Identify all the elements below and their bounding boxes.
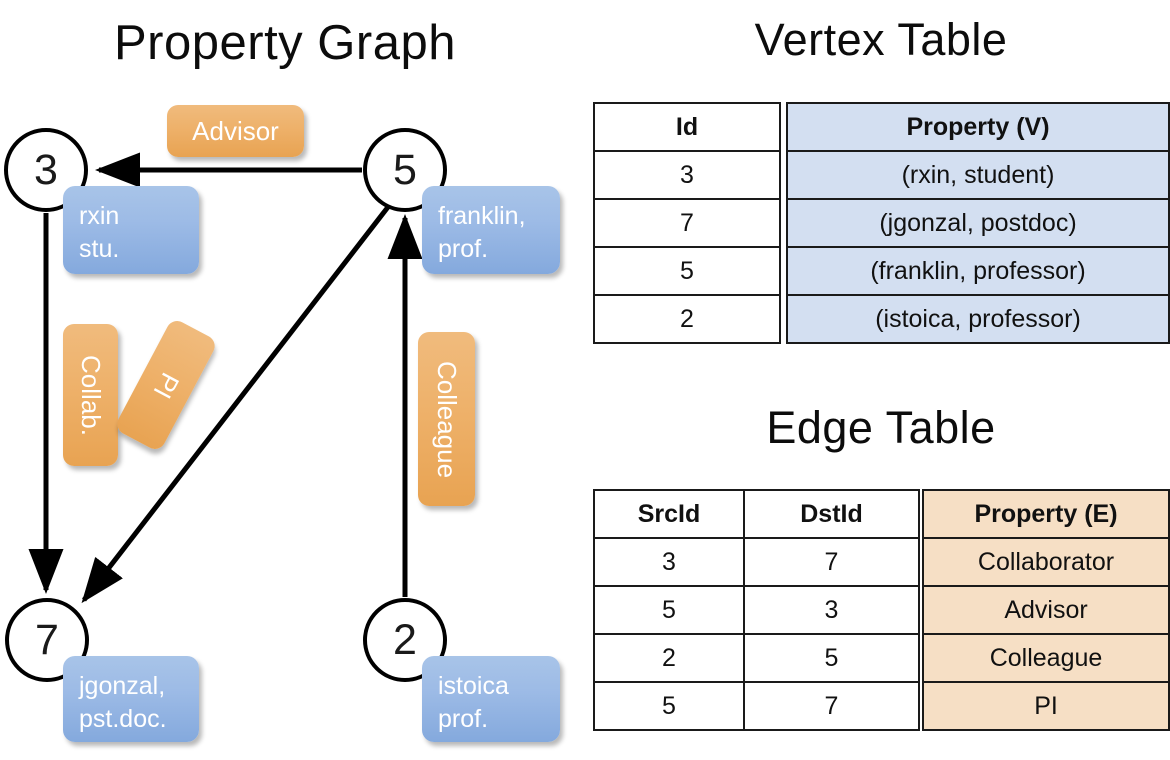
edge-cell-src-0: 3 bbox=[593, 537, 745, 587]
table-row: 7 bbox=[593, 198, 781, 248]
table-row: 3 7 bbox=[593, 537, 920, 587]
table-row: 3 bbox=[593, 150, 781, 200]
edge-label-colleague: Colleague bbox=[418, 332, 475, 506]
table-row: (jgonzal, postdoc) bbox=[786, 198, 1170, 248]
graph-node-2[interactable]: 2 bbox=[363, 598, 447, 682]
vertex-cell-property-3: (istoica, professor) bbox=[786, 294, 1170, 344]
table-row: (rxin, student) bbox=[786, 150, 1170, 200]
node-property-box-5: franklin, prof. bbox=[422, 186, 560, 274]
edge-cell-dst-3: 7 bbox=[743, 681, 920, 731]
vertex-cell-property-0: (rxin, student) bbox=[786, 150, 1170, 200]
graph-edge-arrows bbox=[28, 152, 423, 604]
edge-header-property: Property (E) bbox=[922, 489, 1170, 539]
node-property-5-line1: franklin, bbox=[438, 202, 526, 230]
table-row: 5 3 bbox=[593, 585, 920, 635]
node-property-box-7: jgonzal, pst.doc. bbox=[63, 656, 199, 742]
edge-label-collab: Collab. bbox=[63, 324, 118, 466]
table-row: (franklin, professor) bbox=[786, 246, 1170, 296]
table-row: PI bbox=[922, 681, 1170, 731]
edge-cell-src-2: 2 bbox=[593, 633, 745, 683]
table-header-row: Property (E) bbox=[922, 489, 1170, 539]
edge-cell-src-3: 5 bbox=[593, 681, 745, 731]
node-property-5-line2: prof. bbox=[438, 235, 489, 263]
edge-cell-src-1: 5 bbox=[593, 585, 745, 635]
node-property-7-line2: pst.doc. bbox=[79, 705, 167, 733]
table-header-row: Property (V) bbox=[786, 102, 1170, 152]
property-graph-diagram: Advisor Collab. PI Colleague 3 5 7 2 rxi… bbox=[4, 105, 560, 742]
vertex-header-id: Id bbox=[593, 102, 781, 152]
edge-label-advisor: Advisor bbox=[167, 105, 304, 157]
graph-node-5[interactable]: 5 bbox=[363, 128, 447, 212]
vertex-table-id-column: Id 3 7 5 2 bbox=[593, 102, 781, 344]
edge-label-collab-text: Collab. bbox=[76, 354, 106, 436]
node-property-2-line1: istoica bbox=[438, 672, 509, 700]
node-property-2-line2: prof. bbox=[438, 705, 489, 733]
edge-label-colleague-text: Colleague bbox=[432, 360, 462, 478]
edge-cell-dst-2: 5 bbox=[743, 633, 920, 683]
edge-table-property-column: Property (E) Collaborator Advisor Collea… bbox=[922, 489, 1170, 731]
page-title-property-graph: Property Graph bbox=[114, 16, 456, 70]
vertex-table-property-column: Property (V) (rxin, student) (jgonzal, p… bbox=[786, 102, 1170, 344]
edge-header-srcid: SrcId bbox=[593, 489, 745, 539]
vertex-cell-id-3: 2 bbox=[593, 294, 781, 344]
edge-cell-dst-1: 3 bbox=[743, 585, 920, 635]
node-property-box-2: istoica prof. bbox=[422, 656, 560, 742]
table-row: Colleague bbox=[922, 633, 1170, 683]
vertex-cell-property-2: (franklin, professor) bbox=[786, 246, 1170, 296]
vertex-cell-id-2: 5 bbox=[593, 246, 781, 296]
edge-cell-property-2: Colleague bbox=[922, 633, 1170, 683]
page-title-edge-table: Edge Table bbox=[766, 402, 996, 453]
page-title-vertex-table: Vertex Table bbox=[754, 14, 1008, 65]
graph-node-7-label: 7 bbox=[35, 615, 59, 664]
graph-node-2-label: 2 bbox=[393, 615, 417, 664]
vertex-cell-id-0: 3 bbox=[593, 150, 781, 200]
edge-label-advisor-text: Advisor bbox=[192, 115, 279, 146]
vertex-cell-id-1: 7 bbox=[593, 198, 781, 248]
edge-header-dstid: DstId bbox=[743, 489, 920, 539]
edge-arrow-5-to-7 bbox=[81, 205, 390, 604]
edge-cell-property-1: Advisor bbox=[922, 585, 1170, 635]
edge-cell-property-0: Collaborator bbox=[922, 537, 1170, 587]
node-property-3-line1: rxin bbox=[79, 202, 120, 230]
edge-cell-dst-0: 7 bbox=[743, 537, 920, 587]
table-header-row: Id bbox=[593, 102, 781, 152]
table-row: Collaborator bbox=[922, 537, 1170, 587]
edge-label-pi-text: PI bbox=[147, 367, 186, 404]
table-row: 2 bbox=[593, 294, 781, 344]
table-header-row: SrcId DstId bbox=[593, 489, 920, 539]
graph-node-5-label: 5 bbox=[393, 145, 417, 194]
vertex-cell-property-1: (jgonzal, postdoc) bbox=[786, 198, 1170, 248]
table-row: 5 7 bbox=[593, 681, 920, 731]
table-row: 2 5 bbox=[593, 633, 920, 683]
edge-table-src-dst-columns: SrcId DstId 3 7 5 3 2 5 5 7 bbox=[593, 489, 920, 731]
table-row: (istoica, professor) bbox=[786, 294, 1170, 344]
table-row: Advisor bbox=[922, 585, 1170, 635]
node-property-7-line1: jgonzal, bbox=[79, 672, 166, 700]
table-row: 5 bbox=[593, 246, 781, 296]
edge-cell-property-3: PI bbox=[922, 681, 1170, 731]
node-property-box-3: rxin stu. bbox=[63, 186, 199, 274]
node-property-3-line2: stu. bbox=[79, 235, 120, 263]
graph-node-3-label: 3 bbox=[34, 145, 58, 194]
vertex-header-property: Property (V) bbox=[786, 102, 1170, 152]
